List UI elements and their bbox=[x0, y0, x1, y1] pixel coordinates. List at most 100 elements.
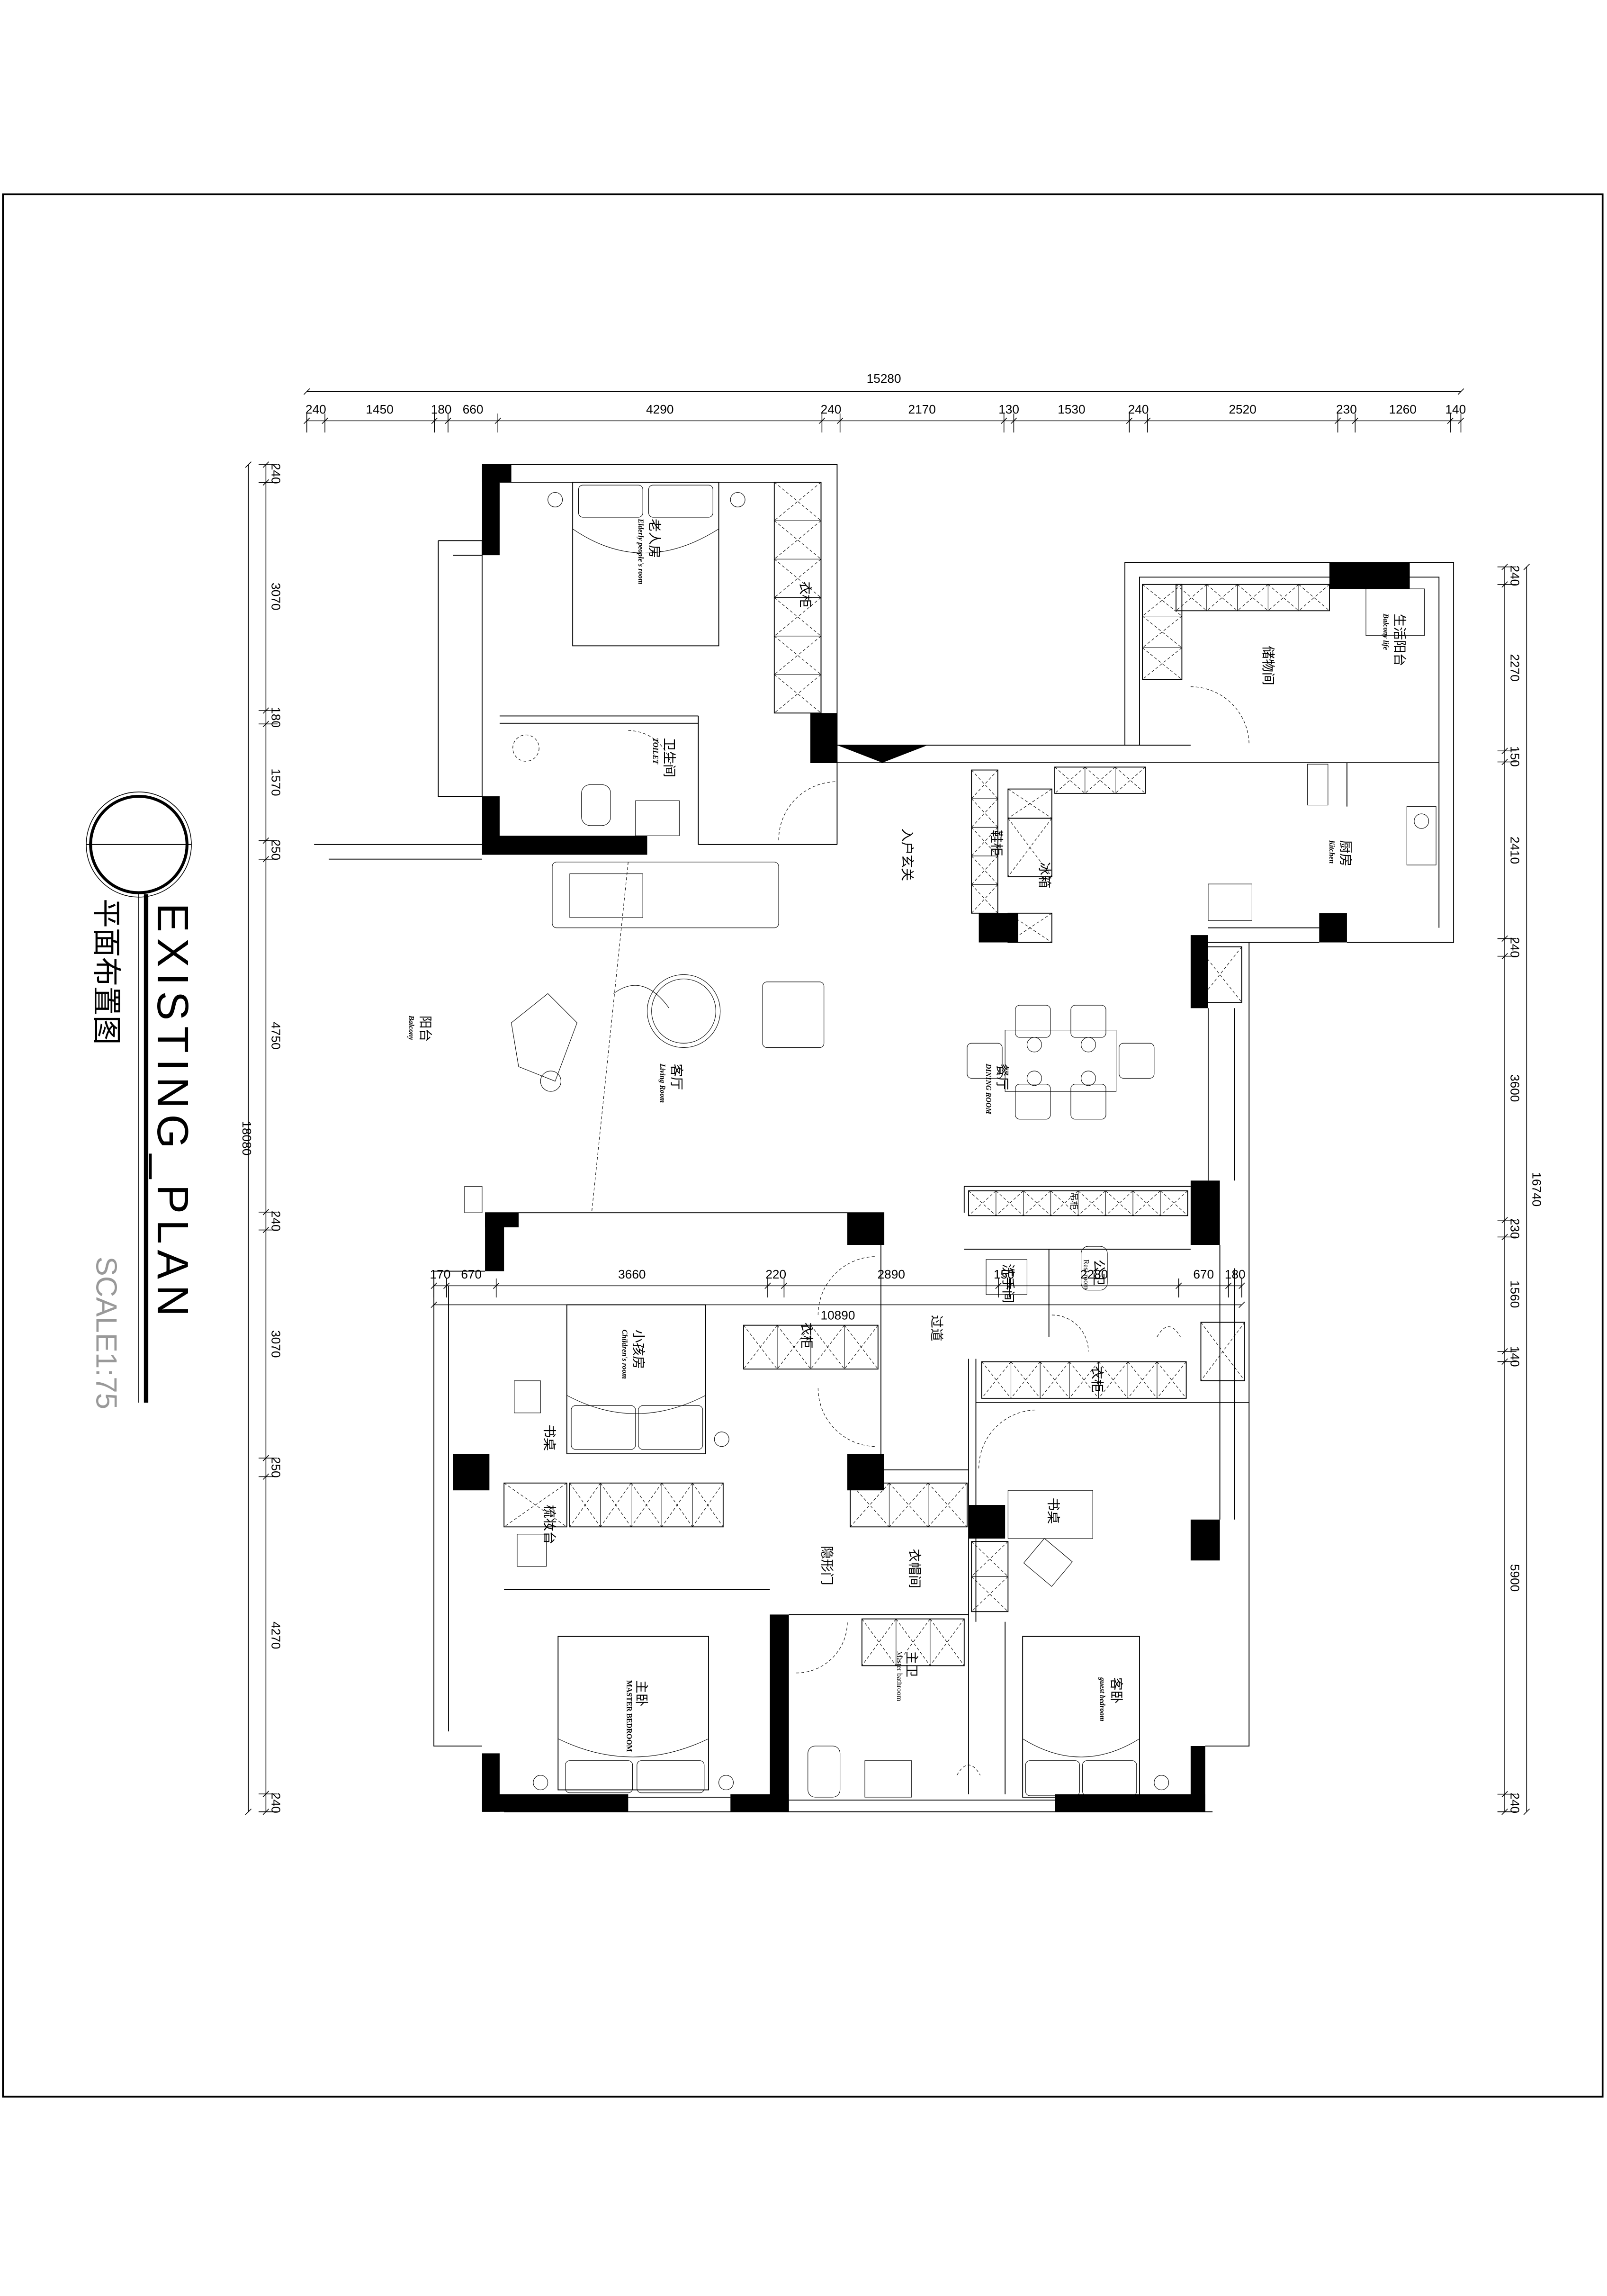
cabinet-hatch bbox=[661, 1483, 693, 1527]
cabinets bbox=[503, 481, 1330, 1666]
svg-text:Living Room: Living Room bbox=[658, 1063, 666, 1103]
label-children-room: 小孩房 Children's room bbox=[620, 1330, 646, 1379]
sink-icon bbox=[864, 1760, 912, 1798]
dimension-tick bbox=[262, 1473, 269, 1480]
dimension-label: 170 bbox=[430, 1267, 451, 1281]
dimension-tick bbox=[1523, 564, 1530, 570]
furniture bbox=[464, 481, 1436, 1798]
cabinet-hatch bbox=[971, 884, 998, 914]
cabinet-hatch bbox=[981, 1361, 1011, 1399]
dimension-tick bbox=[1501, 564, 1508, 570]
bed-elderly bbox=[548, 481, 745, 647]
doors bbox=[628, 686, 1249, 1674]
dimension-label: 1260 bbox=[1389, 402, 1417, 416]
chair-icon bbox=[517, 1534, 547, 1567]
dimension-label: 180 bbox=[269, 707, 283, 728]
dimension-chain-left: 2403070180157025047502403070250427024018… bbox=[240, 461, 283, 1815]
cabinet bbox=[1197, 946, 1242, 1003]
cabinet-hatch bbox=[1142, 648, 1182, 680]
dimension-tick bbox=[245, 461, 252, 468]
door-swing-icon bbox=[796, 1621, 848, 1674]
cabinet-hatch bbox=[996, 1190, 1024, 1216]
chair-icon bbox=[514, 1380, 541, 1414]
sink-icon bbox=[1208, 883, 1252, 921]
cabinet-outline bbox=[981, 1361, 1187, 1399]
dimension-label: 3600 bbox=[1508, 1074, 1522, 1102]
dimension-tick bbox=[262, 1209, 269, 1216]
plan-scale: SCALE1:75 bbox=[90, 1257, 123, 1409]
cabinet-hatch bbox=[1237, 584, 1268, 611]
cabinet bbox=[1200, 1322, 1245, 1381]
dimension-tick bbox=[262, 837, 269, 844]
cabinet-hatch bbox=[896, 1619, 931, 1666]
dimension-tick bbox=[818, 417, 826, 424]
dimension-label: 180 bbox=[1225, 1267, 1246, 1281]
dimension-tick bbox=[304, 388, 310, 395]
dimension-label: 2280 bbox=[1080, 1267, 1108, 1281]
cabinet-hatch bbox=[971, 770, 998, 799]
walls-solid bbox=[453, 464, 1410, 1812]
entrance-door-marker bbox=[837, 745, 928, 763]
cabinet-hatch bbox=[1011, 1361, 1041, 1399]
dimension-label: 2170 bbox=[908, 402, 936, 416]
dimension-tick bbox=[1006, 1282, 1013, 1289]
cabinet bbox=[503, 1482, 567, 1528]
cabinet-hatch bbox=[1050, 1190, 1078, 1216]
cabinet-hatch bbox=[1008, 913, 1052, 943]
dimension-label: 180 bbox=[431, 402, 452, 416]
cabinet-hatch bbox=[1040, 1361, 1070, 1399]
label-elderly-room: 老人房 Elderly people's room bbox=[637, 518, 663, 585]
label-dresser: 梳妆台 bbox=[542, 1505, 557, 1544]
chair-icon bbox=[1023, 1538, 1073, 1587]
svg-text:生活阳台: 生活阳台 bbox=[1392, 613, 1408, 666]
svg-text:Balcony life: Balcony life bbox=[1382, 613, 1390, 650]
cabinet-hatch bbox=[1142, 584, 1182, 617]
dimension-tick bbox=[445, 417, 451, 424]
cabinet-hatch bbox=[971, 1541, 1008, 1577]
dimension-tick bbox=[781, 1282, 788, 1289]
cabinet-hatch bbox=[1268, 584, 1299, 611]
door-swing-icon bbox=[817, 1388, 877, 1447]
cabinet-hatch bbox=[971, 1541, 1008, 1577]
dimension-tick bbox=[262, 1809, 269, 1815]
cabinet bbox=[569, 1482, 724, 1528]
cabinet-hatch bbox=[1069, 1361, 1099, 1399]
cabinet bbox=[1176, 584, 1330, 612]
dimension-tick bbox=[1239, 1282, 1245, 1289]
dimension-label: 240 bbox=[1508, 937, 1522, 958]
dimension-tick bbox=[1501, 1348, 1508, 1355]
cabinet-outline bbox=[1007, 818, 1052, 877]
cabinet-hatch bbox=[971, 855, 998, 885]
desk-icon bbox=[1007, 1490, 1093, 1539]
svg-text:Master bathroom: Master bathroom bbox=[895, 1651, 903, 1701]
cabinet-outline bbox=[1142, 584, 1183, 680]
label-guest-wardrobe: 衣柜 bbox=[1089, 1366, 1105, 1393]
cabinet-hatch bbox=[1105, 1190, 1133, 1216]
svg-text:TOILET: TOILET bbox=[651, 738, 659, 765]
dimension-label: 3660 bbox=[618, 1267, 646, 1281]
cabinet bbox=[981, 1361, 1187, 1399]
dimension-label: 1530 bbox=[1058, 402, 1085, 416]
dimension-tick bbox=[836, 417, 844, 424]
cabinet-hatch bbox=[600, 1483, 631, 1527]
svg-text:公卫: 公卫 bbox=[1091, 1260, 1106, 1286]
dimension-label: 240 bbox=[821, 402, 842, 416]
dimension-tick bbox=[1501, 1234, 1508, 1241]
cabinet-hatch bbox=[1197, 946, 1242, 1003]
cabinet-hatch bbox=[889, 1483, 929, 1527]
cabinet-hatch bbox=[971, 855, 998, 885]
dimension-tick bbox=[262, 856, 269, 863]
dimension-total-label: 15280 bbox=[867, 371, 901, 386]
cabinet-hatch bbox=[968, 1190, 997, 1216]
dimension-label: 3070 bbox=[269, 583, 283, 610]
label-children-desk: 书桌 bbox=[542, 1424, 557, 1451]
cabinet-hatch bbox=[1069, 1361, 1099, 1399]
plant-icon bbox=[1157, 1326, 1181, 1337]
cabinet-hatch bbox=[1132, 1190, 1161, 1216]
cabinet-hatch bbox=[971, 1576, 1008, 1612]
cabinet-hatch bbox=[810, 1325, 845, 1369]
round-table-icon bbox=[651, 979, 716, 1044]
svg-text:guest bedroom: guest bedroom bbox=[1098, 1677, 1106, 1721]
bed-guest bbox=[1022, 1636, 1169, 1798]
